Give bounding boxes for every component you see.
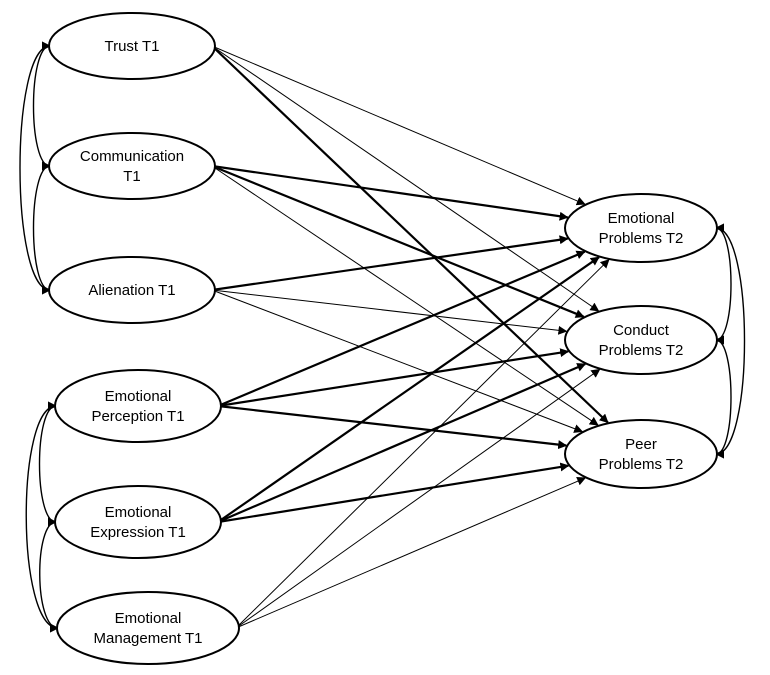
covariance-emotional-conduct [715,223,732,345]
node-perception-ellipse [54,369,222,443]
node-peer-ellipse [564,419,718,489]
node-expression-ellipse [54,485,222,559]
path-perception-to-conduct [217,348,570,408]
covariance-communication-alienation [32,161,51,295]
path-expression-to-conduct [217,362,587,524]
node-perception-label-line-2: Perception T1 [91,408,184,425]
node-alienation: Alienation T1 [48,256,216,324]
node-emotional-ellipse [564,193,718,263]
node-communication-label-line-1: Communication [80,148,184,165]
path-trust-to-conduct [211,45,600,312]
node-alienation-label-line-1: Alienation T1 [88,282,175,299]
path-trust-to-emotional [211,45,586,206]
node-trust-ellipse [48,12,216,80]
node-perception-label-line-1: Emotional [105,388,172,405]
path-management-to-emotional [235,259,610,629]
node-conduct-label-line-1: Conduct [613,322,670,339]
node-communication-ellipse [48,132,216,200]
path-alienation-to-conduct [211,289,568,335]
node-conduct-label-line-2: Problems T2 [599,342,684,359]
node-trust: Trust T1 [48,12,216,80]
path-trust-to-peer [211,45,609,424]
node-alienation-ellipse [48,256,216,324]
covariance-trust-communication [32,41,51,171]
covariance-emotional-peer [715,223,746,459]
path-communication-to-conduct [211,164,585,318]
covariance-perception-management [25,401,59,633]
regression-paths [211,45,610,629]
path-alienation-to-emotional [211,235,569,292]
path-management-to-peer [235,476,587,629]
path-perception-to-emotional [217,250,586,408]
node-communication-label-line-2: T1 [123,168,141,185]
covariance-trust-alienation [19,41,51,295]
path-communication-to-peer [211,165,599,426]
node-management-label-line-1: Emotional [115,610,182,627]
node-expression-label-line-1: Emotional [105,504,172,521]
path-communication-to-emotional [211,164,569,221]
node-management-ellipse [56,591,240,665]
path-expression-to-peer [217,462,570,524]
node-peer-label-line-1: Peer [625,436,657,453]
node-trust-label-line-1: Trust T1 [104,38,159,55]
covariance-perception-expression [38,401,57,527]
node-conduct-ellipse [564,305,718,375]
covariance-conduct-peer [715,335,732,459]
covariance-arcs [19,41,746,633]
path-expression-to-emotional [217,256,600,523]
path-alienation-to-peer [211,289,584,433]
node-management-label-line-2: Management T1 [94,630,203,647]
covariance-expression-management [39,517,59,633]
node-emotional-label-line-2: Problems T2 [599,230,684,247]
node-expression-label-line-2: Expression T1 [90,524,186,541]
path-management-to-conduct [235,368,601,629]
path-perception-to-peer [217,404,568,450]
node-peer-label-line-2: Problems T2 [599,456,684,473]
node-emotional-label-line-1: Emotional [608,210,675,227]
